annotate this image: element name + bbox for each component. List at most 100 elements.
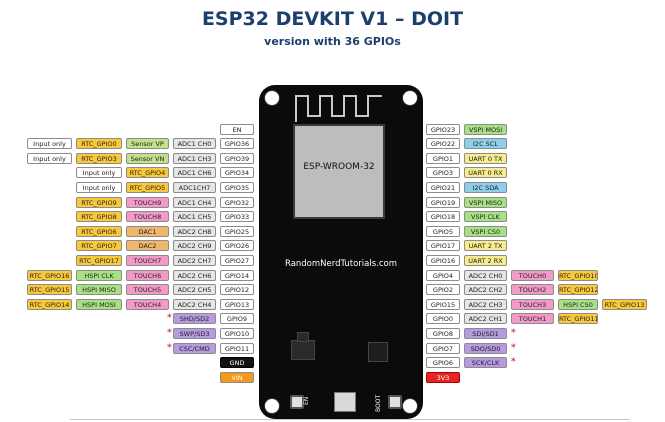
pin-label-touch2: TOUCH2 — [511, 284, 554, 296]
boot-button-label: BOOT — [375, 394, 382, 412]
pin-label-i2c-sda: I2C SDA — [464, 181, 507, 193]
boot-button[interactable] — [388, 395, 402, 409]
flash-pin-warning-star: * — [511, 357, 516, 368]
pin-label-hspi-mosi: HSPI MOSI — [76, 298, 122, 310]
pin-label-gpio25: GPIO25 — [220, 225, 254, 237]
pin-label-adc2-ch6: ADC2 CH6 — [173, 269, 216, 281]
pin-label-gpio6: GPIO6 — [426, 357, 460, 369]
pin-label-rtc-gpio13: RTC_GPIO13 — [602, 298, 647, 310]
pin-label-rtc-gpio5: RTC_GPIO5 — [126, 181, 169, 193]
pin-label-vspi-mosi: VSPI MOSI — [464, 123, 507, 135]
pin-label-gpio21: GPIO21 — [426, 181, 460, 193]
pin-label-en: EN — [220, 123, 254, 135]
pin-label-gpio32: GPIO32 — [220, 196, 254, 208]
pin-label-rtc-gpio11: RTC_GPIO11 — [558, 313, 598, 325]
flash-pin-warning-star: * — [167, 342, 172, 353]
en-button[interactable] — [290, 395, 304, 409]
antenna-trace-icon — [295, 95, 382, 122]
pin-label-gpio27: GPIO27 — [220, 254, 254, 266]
pin-label-gpio39: GPIO39 — [220, 152, 254, 164]
pin-label-touch3: TOUCH3 — [511, 298, 554, 310]
pin-label-gpio18: GPIO18 — [426, 211, 460, 223]
pin-label-gpio14: GPIO14 — [220, 269, 254, 281]
diagram-title: ESP32 DEVKIT V1 – DOIT — [201, 8, 464, 30]
pin-label-gpio2: GPIO2 — [426, 284, 460, 296]
pin-label-rtc-gpio12: RTC_GPIO12 — [558, 284, 598, 296]
pin-label-i2c-scl: I2C SCL — [464, 138, 507, 150]
pin-label-gpio11: GPIO11 — [220, 342, 254, 354]
flash-pin-warning-star: * — [167, 327, 172, 338]
pin-label-uart-2-tx: UART 2 TX — [464, 240, 507, 252]
pin-label-sensor-vn: Sensor VN — [126, 152, 169, 164]
pin-label-adc1ch7: ADC1CH7 — [173, 181, 216, 193]
pin-label-adc2-ch7: ADC2 CH7 — [173, 254, 216, 266]
mounting-hole-bottom-left — [264, 398, 280, 414]
pin-label-adc2-ch0: ADC2 CH0 — [464, 269, 507, 281]
pin-label-adc2-ch2: ADC2 CH2 — [464, 284, 507, 296]
pin-label-uart-2-rx: UART 2 RX — [464, 254, 507, 266]
pin-label-sck-clk: SCK/CLK — [464, 357, 507, 369]
pin-label-gpio3: GPIO3 — [426, 167, 460, 179]
pin-label-input-only: Input only — [27, 138, 72, 150]
pin-label-gpio0: GPIO0 — [426, 313, 460, 325]
pin-label-sdi-sd1: SDI/SD1 — [464, 327, 507, 339]
en-button-label: EN — [303, 396, 310, 405]
pin-label-gpio7: GPIO7 — [426, 342, 460, 354]
pin-label-gpio4: GPIO4 — [426, 269, 460, 281]
pin-label-touch1: TOUCH1 — [511, 313, 554, 325]
pin-label-rtc-gpio6: RTC_GPIO6 — [76, 225, 122, 237]
pin-label-adc1-ch0: ADC1 CH0 — [173, 138, 216, 150]
pin-label-adc2-ch5: ADC2 CH5 — [173, 284, 216, 296]
usb-uart-chip — [368, 342, 388, 362]
pin-label-gpio5: GPIO5 — [426, 225, 460, 237]
pin-label-touch9: TOUCH9 — [126, 196, 169, 208]
pin-label-gpio1: GPIO1 — [426, 152, 460, 164]
pin-label-input-only: Input only — [27, 152, 72, 164]
pin-label-uart-0-rx: UART 0 RX — [464, 167, 507, 179]
pin-label-gpio19: GPIO19 — [426, 196, 460, 208]
pin-label-adc1-ch5: ADC1 CH5 — [173, 211, 216, 223]
pin-label-adc1-ch4: ADC1 CH4 — [173, 196, 216, 208]
regulator-tab — [297, 332, 309, 342]
mounting-hole-top-left — [264, 90, 280, 106]
pin-label-gpio16: GPIO16 — [426, 254, 460, 266]
pin-label-shd-sd2: SHD/SD2 — [173, 313, 216, 325]
pin-label-gpio36: GPIO36 — [220, 138, 254, 150]
pin-label-rtc-gpio16: RTC_GPIO16 — [27, 269, 72, 281]
voltage-regulator — [291, 340, 315, 360]
pin-label-rtc-gpio9: RTC_GPIO9 — [76, 196, 122, 208]
pin-label-gpio35: GPIO35 — [220, 181, 254, 193]
pin-label-gpio12: GPIO12 — [220, 284, 254, 296]
pin-label-swp-sd3: SWP/SD3 — [173, 327, 216, 339]
pin-label-touch5: TOUCH5 — [126, 284, 169, 296]
pin-label-3v3: 3V3 — [426, 371, 460, 383]
pin-label-rtc-gpio0: RTC_GPIO0 — [76, 138, 122, 150]
esp-wroom-module — [293, 124, 385, 219]
pin-label-rtc-gpio14: RTC_GPIO14 — [27, 298, 72, 310]
pin-label-touch7: TOUCH7 — [126, 254, 169, 266]
diagram-subtitle: version with 36 GPIOs — [264, 35, 401, 48]
flash-pin-warning-star: * — [511, 327, 516, 338]
pin-label-gpio10: GPIO10 — [220, 327, 254, 339]
pin-label-gpio22: GPIO22 — [426, 138, 460, 150]
pin-label-dac2: DAC2 — [126, 240, 169, 252]
pin-label-adc1-ch3: ADC1 CH3 — [173, 152, 216, 164]
pin-label-rtc-gpio10: RTC_GPIO10 — [558, 269, 598, 281]
pin-label-vspi-miso: VSPI MISO — [464, 196, 507, 208]
pin-label-input-only: Input only — [76, 167, 122, 179]
pin-label-adc2-ch8: ADC2 CH8 — [173, 225, 216, 237]
pin-label-adc2-ch9: ADC2 CH9 — [173, 240, 216, 252]
mounting-hole-top-right — [402, 90, 418, 106]
pin-label-touch4: TOUCH4 — [126, 298, 169, 310]
pin-label-gpio13: GPIO13 — [220, 298, 254, 310]
module-label: ESP-WROOM-32 — [303, 162, 375, 172]
pin-label-touch6: TOUCH6 — [126, 269, 169, 281]
pin-label-gpio26: GPIO26 — [220, 240, 254, 252]
pin-label-adc2-ch3: ADC2 CH3 — [464, 298, 507, 310]
flash-pin-warning-star: * — [167, 313, 172, 324]
pin-label-adc2-ch1: ADC2 CH1 — [464, 313, 507, 325]
pin-label-sdo-sd0: SDO/SD0 — [464, 342, 507, 354]
pin-label-gpio15: GPIO15 — [426, 298, 460, 310]
pin-label-hspi-clk: HSPI CLK — [76, 269, 122, 281]
